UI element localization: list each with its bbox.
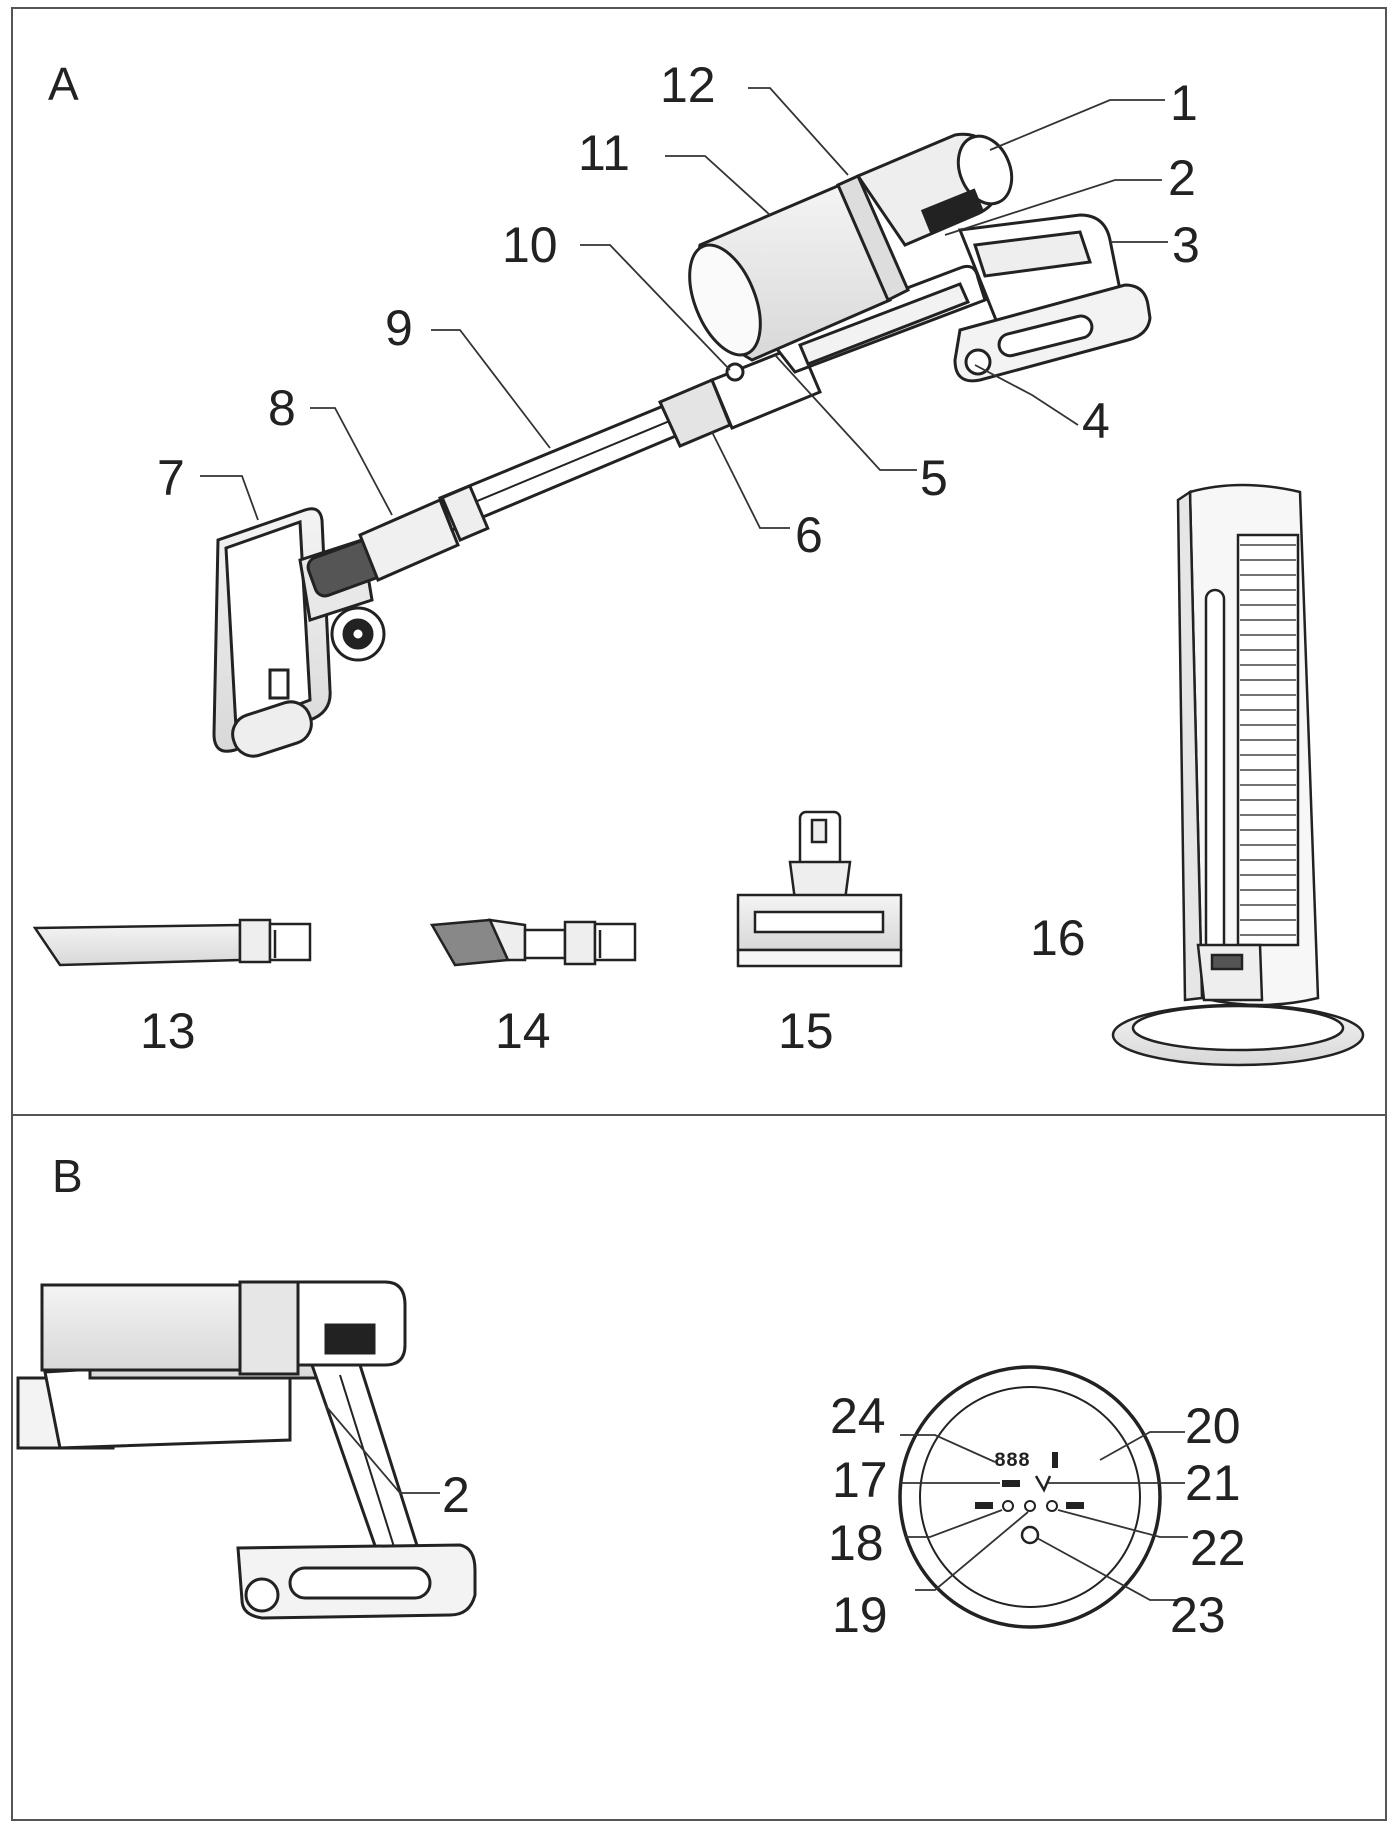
callout-8: 8 (268, 380, 296, 436)
callout-22: 22 (1190, 1520, 1246, 1576)
callout-leaders-b (900, 1431, 1188, 1601)
dock-vent-slots (1240, 544, 1296, 936)
callout-24: 24 (830, 1388, 886, 1444)
callout-1: 1 (1170, 75, 1198, 131)
panel-b-letter: B (52, 1150, 83, 1202)
callout-3: 3 (1172, 217, 1200, 273)
callouts-a: 1 2 3 4 5 6 7 8 9 10 11 12 (157, 57, 1200, 563)
fan-icon (1020, 1525, 1040, 1545)
callout-leaders-a (200, 87, 1168, 529)
callout-19: 19 (832, 1587, 888, 1643)
crevice-tool-drawing (32, 918, 312, 967)
mini-motor-head-drawing (736, 810, 903, 968)
callout-b2: 2 (442, 1467, 470, 1523)
callout-17: 17 (832, 1452, 888, 1508)
panel-a-letter: A (48, 58, 79, 110)
mode-button-right (1046, 1500, 1058, 1512)
callouts-b: 24 20 17 21 18 22 19 23 (828, 1388, 1246, 1643)
callout-15: 15 (778, 1003, 834, 1059)
control-panel-display: 888 (898, 1365, 1162, 1629)
callout-10: 10 (502, 217, 558, 273)
callout-6: 6 (795, 507, 823, 563)
callout-12: 12 (660, 57, 716, 113)
callout-4: 4 (1082, 393, 1110, 449)
floor-brush-head (212, 507, 386, 758)
panel-b-border (11, 1114, 1387, 1821)
callout-16: 16 (1030, 910, 1086, 966)
callout-2: 2 (1168, 150, 1196, 206)
callout-11: 11 (578, 125, 630, 181)
callout-20: 20 (1185, 1398, 1241, 1454)
level-indicator-right (1066, 1502, 1084, 1509)
callout-21: 21 (1185, 1455, 1241, 1511)
docking-station-drawing (1111, 483, 1365, 1067)
callout-14: 14 (495, 1003, 551, 1059)
mode-button-center (1024, 1500, 1036, 1512)
brush-tool-drawing (429, 918, 637, 967)
mode-indicator-left (1002, 1480, 1020, 1487)
handheld-unit-side-view (16, 1280, 477, 1620)
battery-icon (1052, 1452, 1058, 1468)
callout-18: 18 (828, 1515, 884, 1571)
assembled-vacuum-drawing (212, 132, 1152, 758)
callout-7: 7 (157, 450, 185, 506)
callout-13: 13 (140, 1003, 196, 1059)
callout-23: 23 (1170, 1587, 1226, 1643)
level-indicator-left (975, 1502, 993, 1509)
callout-9: 9 (385, 300, 413, 356)
callout-5: 5 (920, 450, 948, 506)
callout-leader-b2 (324, 1404, 440, 1494)
dirt-sensor-icon (1034, 1475, 1052, 1493)
display-digits: 888 (994, 1450, 1030, 1473)
mode-button-left (1002, 1500, 1014, 1512)
